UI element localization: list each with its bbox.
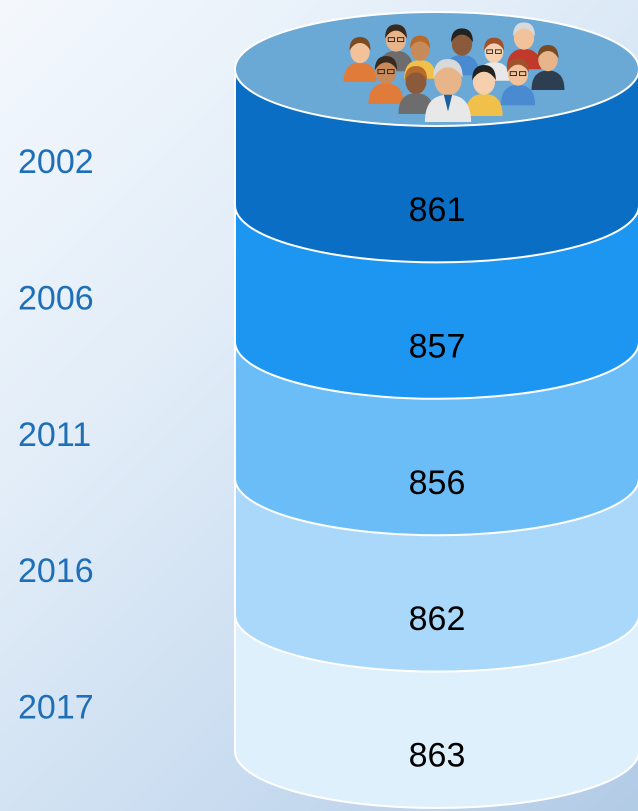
- value-label-2017: 863: [409, 737, 466, 775]
- person-figure: [398, 66, 434, 114]
- value-label-2006: 857: [409, 327, 466, 365]
- person-figure: [531, 45, 565, 90]
- person-figure: [424, 59, 472, 122]
- year-label-2006: 2006: [18, 279, 94, 317]
- year-label-2011: 2011: [18, 416, 91, 454]
- person-figure: [465, 65, 503, 116]
- value-label-2016: 862: [409, 600, 466, 638]
- year-labels: 2002 2006 2011 2016 2017: [18, 143, 94, 727]
- crowd-of-people-icon: [343, 22, 565, 122]
- cylinder-bands: [234, 68, 638, 809]
- year-label-2016: 2016: [18, 552, 94, 590]
- value-label-2002: 861: [409, 191, 466, 229]
- value-labels: 861 857 856 862 863: [409, 191, 466, 775]
- person-figure: [368, 56, 404, 104]
- person-figure: [506, 22, 542, 70]
- year-label-2002: 2002: [18, 143, 94, 181]
- person-figure: [500, 58, 536, 106]
- cylinder-top-cap: [234, 11, 638, 127]
- value-label-2011: 856: [409, 464, 466, 502]
- year-label-2017: 2017: [18, 689, 94, 727]
- person-figure: [343, 37, 377, 82]
